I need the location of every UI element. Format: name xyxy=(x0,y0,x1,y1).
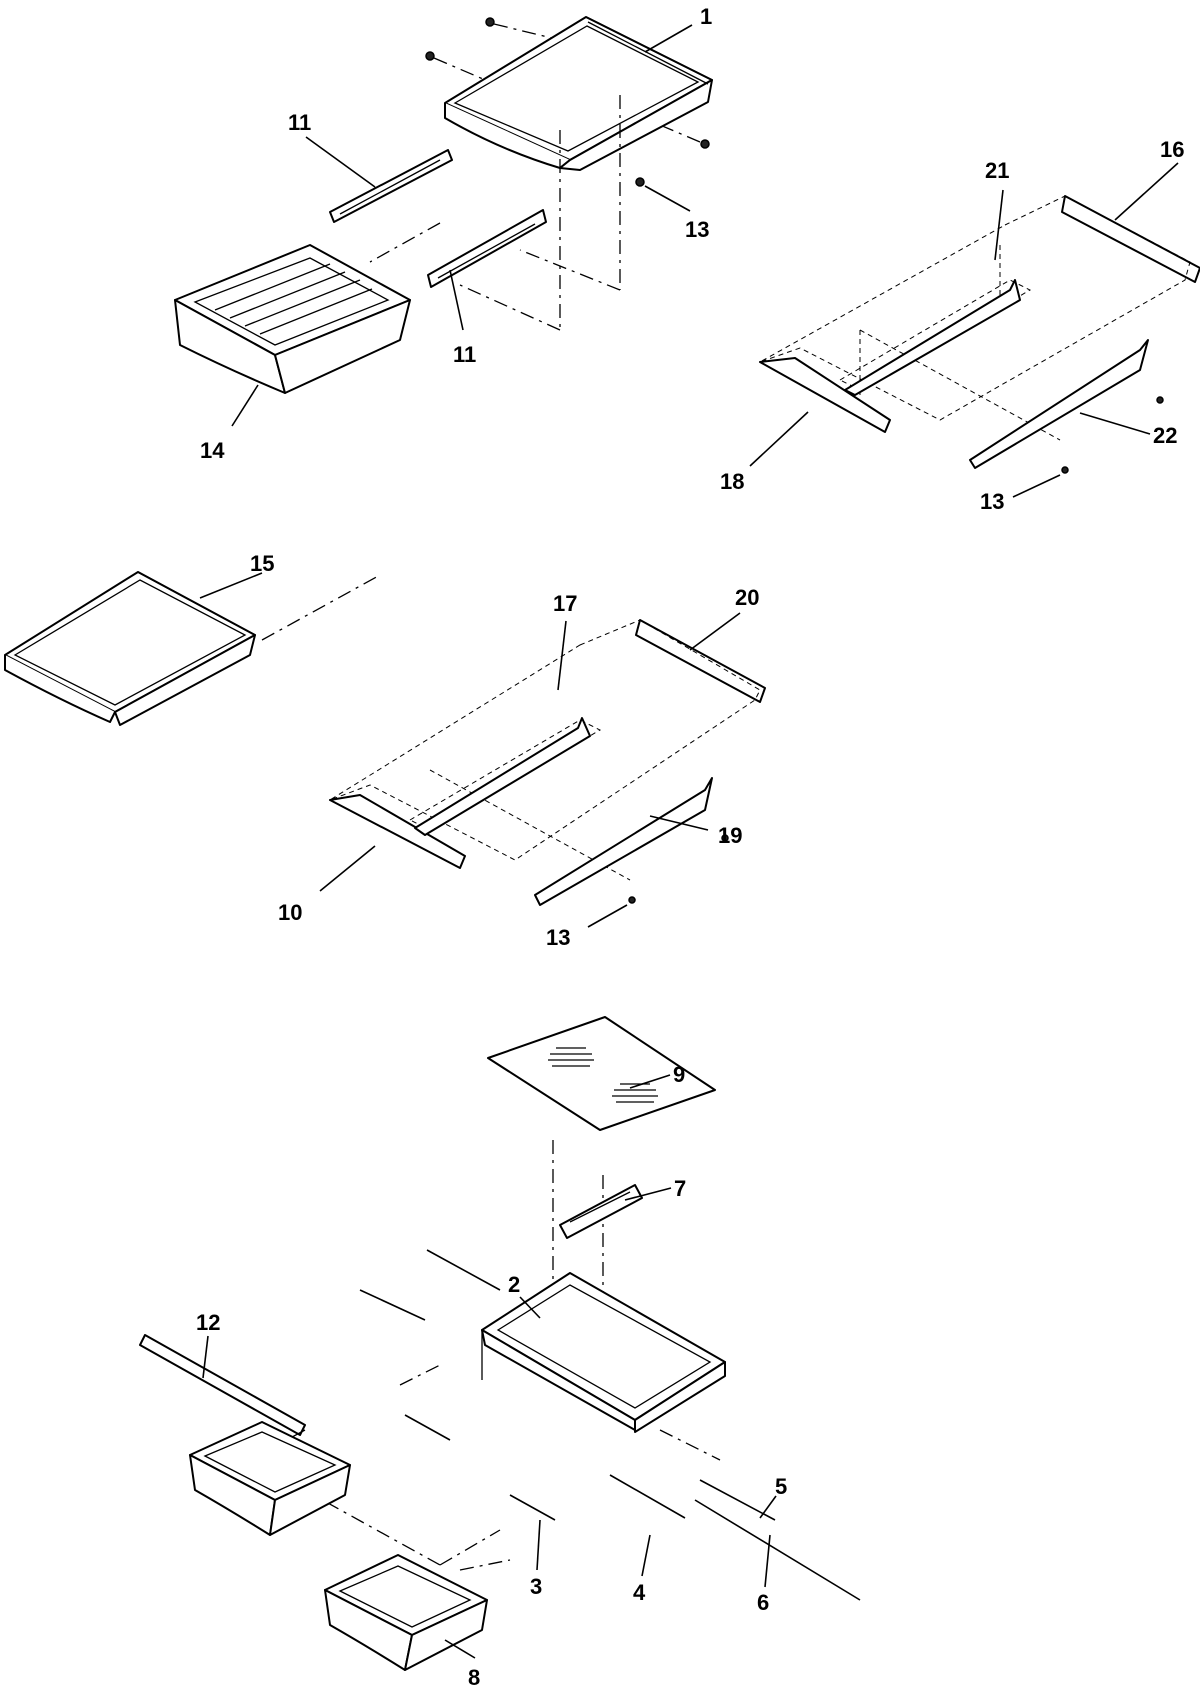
callout-12: 12 xyxy=(196,1310,220,1335)
callout-2: 2 xyxy=(508,1272,520,1297)
glass-shelf-part-9 xyxy=(487,1016,716,1131)
callout-8: 8 xyxy=(468,1665,480,1690)
crisper-drawer-part-14 xyxy=(174,244,411,394)
callout-16: 16 xyxy=(1160,137,1184,162)
shelf-part-15 xyxy=(4,571,381,726)
callout-21: 21 xyxy=(985,158,1009,183)
callout-19: 19 xyxy=(718,823,742,848)
crisper-drawer-part-8 xyxy=(324,1554,488,1671)
slide-rail-part-11 xyxy=(427,209,547,288)
rail-part-12 xyxy=(139,1334,306,1436)
shelf-frame-assembly-middle xyxy=(329,619,766,906)
callout-13b: 13 xyxy=(980,489,1004,514)
callout-13c: 13 xyxy=(546,925,570,950)
leader-lines xyxy=(199,24,1179,1659)
callout-11a: 11 xyxy=(288,110,311,135)
callout-18: 18 xyxy=(720,469,744,494)
slide-rail-part-11 xyxy=(329,149,453,223)
callout-9: 9 xyxy=(673,1062,685,1087)
callout-10: 10 xyxy=(278,900,302,925)
bracket-part-7 xyxy=(559,1184,643,1239)
frame-part-2 xyxy=(481,1272,726,1433)
callout-14: 14 xyxy=(200,438,225,463)
callout-20: 20 xyxy=(735,585,759,610)
shelf-part-1 xyxy=(444,16,713,171)
callout-22: 22 xyxy=(1153,423,1177,448)
callout-4: 4 xyxy=(633,1580,646,1605)
callout-1: 1 xyxy=(700,4,712,29)
callout-11b: 11 xyxy=(453,342,476,367)
callout-6: 6 xyxy=(757,1590,769,1615)
callout-labels: 1 11 11 13 14 21 16 18 22 13 15 17 20 10… xyxy=(196,4,1184,1690)
screw xyxy=(425,17,710,187)
shelf-assembly-top xyxy=(174,16,713,394)
callout-5: 5 xyxy=(775,1474,787,1499)
crisper-drawer-part-8 xyxy=(189,1421,351,1536)
callout-15: 15 xyxy=(250,551,274,576)
callout-3: 3 xyxy=(530,1574,542,1599)
callout-7: 7 xyxy=(674,1176,686,1201)
callout-17: 17 xyxy=(553,591,577,616)
callout-13a: 13 xyxy=(685,217,709,242)
shelf-frame-assembly-right xyxy=(759,195,1200,474)
